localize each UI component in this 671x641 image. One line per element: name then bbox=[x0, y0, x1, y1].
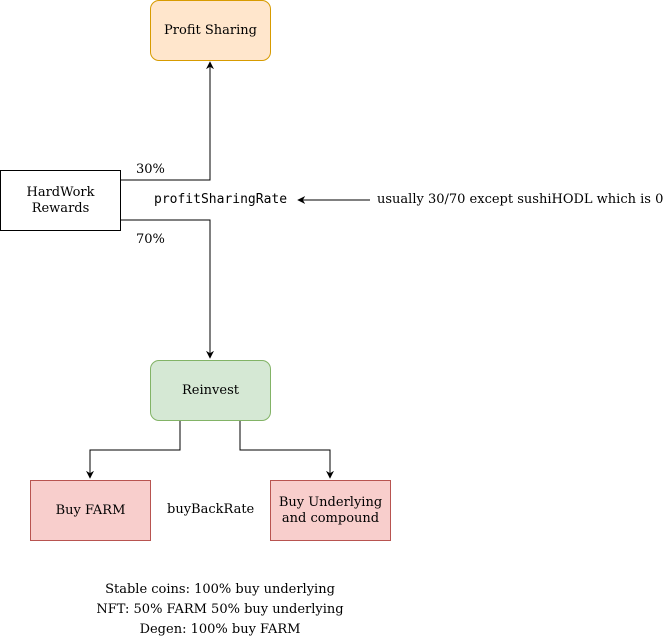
profit-sharing-rate-note: usually 30/70 except sushiHODL which is … bbox=[377, 192, 664, 207]
percent-70-label: 70% bbox=[136, 232, 165, 247]
arrow-reinvest-to-buy-underlying bbox=[239, 420, 334, 479]
arrow-rewards-to-profit-sharing bbox=[120, 61, 214, 181]
hardwork-rewards-label-line1: HardWork bbox=[26, 184, 95, 200]
profit-sharing-rate-label: profitSharingRate bbox=[154, 192, 288, 207]
arrow-rewards-to-reinvest bbox=[120, 219, 214, 359]
hardwork-rewards-label-line2: Rewards bbox=[31, 200, 90, 216]
strategy-note-stable: Stable coins: 100% buy underlying bbox=[105, 582, 335, 597]
percent-30-label: 30% bbox=[136, 162, 165, 177]
buy-underlying-label-line1: Buy Underlying bbox=[278, 494, 383, 510]
strategy-note-degen: Degen: 100% buy FARM bbox=[139, 622, 301, 637]
reinvest-node: Reinvest bbox=[150, 360, 271, 421]
arrow-reinvest-to-buy-farm bbox=[86, 420, 181, 479]
profit-sharing-node: Profit Sharing bbox=[150, 0, 271, 61]
buy-farm-node: Buy FARM bbox=[30, 480, 151, 541]
buy-underlying-label-line2: and compound bbox=[281, 510, 380, 526]
strategy-note-nft: NFT: 50% FARM 50% buy underlying bbox=[96, 602, 344, 617]
buy-back-rate-label: buyBackRate bbox=[167, 502, 255, 517]
buy-underlying-node: Buy Underlying and compound bbox=[270, 480, 391, 541]
profit-sharing-label: Profit Sharing bbox=[164, 22, 257, 38]
reinvest-label: Reinvest bbox=[182, 382, 239, 398]
buy-farm-label: Buy FARM bbox=[55, 502, 126, 518]
hardwork-rewards-node: HardWork Rewards bbox=[0, 170, 121, 231]
